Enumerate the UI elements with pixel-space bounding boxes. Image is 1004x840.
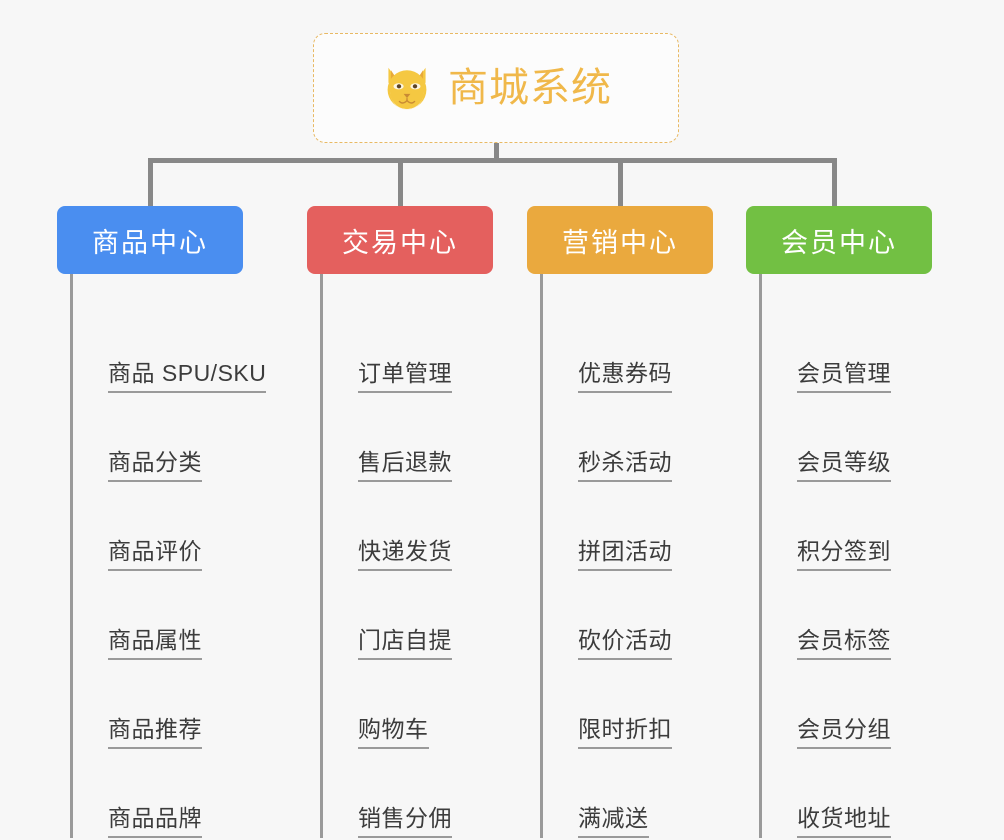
list-item[interactable]: 会员管理 xyxy=(762,304,966,393)
leaf-label: 售后退款 xyxy=(358,449,452,482)
list-item[interactable]: 商品属性 xyxy=(73,571,307,660)
branch-header-product[interactable]: 商品中心 xyxy=(57,206,243,274)
leaf-label: 商品评价 xyxy=(108,538,202,571)
list-item[interactable]: 会员等级 xyxy=(762,393,966,482)
leaf-label: 拼团活动 xyxy=(578,538,672,571)
leaf-label: 收货地址 xyxy=(797,805,891,838)
leaf-label: 商品品牌 xyxy=(108,805,202,838)
list-item[interactable]: 积分签到 xyxy=(762,482,966,571)
leaf-label: 快递发货 xyxy=(358,538,452,571)
connector-horizontal-bus xyxy=(148,158,837,163)
leaf-label: 会员等级 xyxy=(797,449,891,482)
connector-drop-3 xyxy=(618,158,623,206)
leaf-label: 会员标签 xyxy=(797,627,891,660)
leaf-label: 秒杀活动 xyxy=(578,449,672,482)
leaf-label: 会员管理 xyxy=(797,360,891,393)
root-title: 商城系统 xyxy=(448,66,612,110)
list-item[interactable]: 秒杀活动 xyxy=(543,393,746,482)
list-item[interactable]: 商品推荐 xyxy=(73,660,307,749)
branch-column-marketing: 营销中心 优惠券码 秒杀活动 拼团活动 砍价活动 限时折扣 满减送 xyxy=(527,206,746,838)
leaf-label: 积分签到 xyxy=(797,538,891,571)
branch-header-trade[interactable]: 交易中心 xyxy=(307,206,493,274)
list-item[interactable]: 砍价活动 xyxy=(543,571,746,660)
list-item[interactable]: 售后退款 xyxy=(323,393,526,482)
leaf-label: 销售分佣 xyxy=(358,805,452,838)
leaf-label: 限时折扣 xyxy=(578,716,672,749)
list-item[interactable]: 满减送 xyxy=(543,749,746,838)
leaf-label: 订单管理 xyxy=(358,360,452,393)
list-item[interactable]: 会员分组 xyxy=(762,660,966,749)
list-item[interactable]: 优惠券码 xyxy=(543,304,746,393)
leaf-label: 门店自提 xyxy=(358,627,452,660)
leaf-label: 优惠券码 xyxy=(578,360,672,393)
list-item[interactable]: 会员标签 xyxy=(762,571,966,660)
list-item[interactable]: 快递发货 xyxy=(323,482,526,571)
leaf-list-product: 商品 SPU/SKU 商品分类 商品评价 商品属性 商品推荐 商品品牌 xyxy=(70,274,307,838)
leaf-label: 商品分类 xyxy=(108,449,202,482)
branch-header-member[interactable]: 会员中心 xyxy=(746,206,932,274)
list-item[interactable]: 收货地址 xyxy=(762,749,966,838)
leaf-label: 砍价活动 xyxy=(578,627,672,660)
leaf-list-trade: 订单管理 售后退款 快递发货 门店自提 购物车 销售分佣 xyxy=(320,274,526,838)
leaf-list-marketing: 优惠券码 秒杀活动 拼团活动 砍价活动 限时折扣 满减送 xyxy=(540,274,746,838)
connector-root-stem xyxy=(494,143,499,161)
list-item[interactable]: 商品分类 xyxy=(73,393,307,482)
leaf-list-member: 会员管理 会员等级 积分签到 会员标签 会员分组 收货地址 xyxy=(759,274,966,838)
root-node[interactable]: 商城系统 xyxy=(313,33,679,143)
leaf-label: 购物车 xyxy=(358,716,429,749)
list-item[interactable]: 门店自提 xyxy=(323,571,526,660)
leaf-label: 商品 SPU/SKU xyxy=(108,360,267,393)
list-item[interactable]: 订单管理 xyxy=(323,304,526,393)
shiba-dog-icon xyxy=(387,67,427,111)
branch-column-product: 商品中心 商品 SPU/SKU 商品分类 商品评价 商品属性 商品推荐 商品品牌 xyxy=(57,206,307,838)
leaf-label: 商品属性 xyxy=(108,627,202,660)
connector-drop-4 xyxy=(832,158,837,206)
list-item[interactable]: 商品品牌 xyxy=(73,749,307,838)
list-item[interactable]: 商品 SPU/SKU xyxy=(73,304,307,393)
branch-column-member: 会员中心 会员管理 会员等级 积分签到 会员标签 会员分组 收货地址 xyxy=(746,206,966,838)
branch-column-trade: 交易中心 订单管理 售后退款 快递发货 门店自提 购物车 销售分佣 xyxy=(307,206,526,838)
leaf-label: 商品推荐 xyxy=(108,716,202,749)
leaf-label: 会员分组 xyxy=(797,716,891,749)
list-item[interactable]: 限时折扣 xyxy=(543,660,746,749)
connector-drop-1 xyxy=(148,158,153,206)
list-item[interactable]: 购物车 xyxy=(323,660,526,749)
list-item[interactable]: 拼团活动 xyxy=(543,482,746,571)
connector-drop-2 xyxy=(398,158,403,206)
list-item[interactable]: 商品评价 xyxy=(73,482,307,571)
branch-header-marketing[interactable]: 营销中心 xyxy=(527,206,713,274)
list-item[interactable]: 销售分佣 xyxy=(323,749,526,838)
leaf-label: 满减送 xyxy=(578,805,649,838)
